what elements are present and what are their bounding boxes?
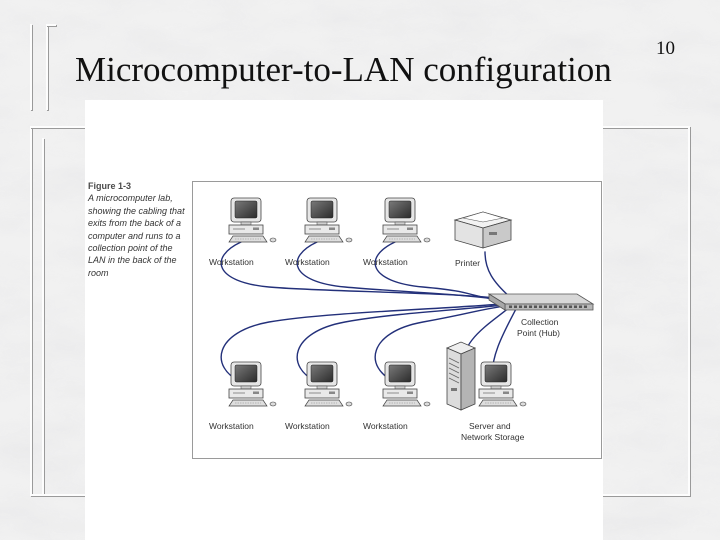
cable-printer [484, 251, 512, 299]
workstation-top-2 [304, 197, 353, 243]
workstation-top-3 [382, 197, 431, 243]
slide-title: Microcomputer-to-LAN configuration [75, 50, 612, 89]
cable-bottom-3 [374, 304, 512, 383]
workstation-label-bottom-1: Workstation [209, 421, 254, 431]
figure-caption: Figure 1-3 A microcomputer lab, showing … [88, 180, 188, 279]
workstation-label-top-3: Workstation [363, 257, 408, 267]
computer-icon [478, 361, 527, 407]
figure-caption-title: Figure 1-3 [88, 181, 132, 191]
frame-line-left-top-inner [46, 24, 48, 110]
workstation-bottom-1 [228, 361, 277, 407]
workstation-bottom-3 [382, 361, 431, 407]
figure-caption-text: A microcomputer lab, showing the cabling… [88, 193, 185, 278]
server-icon [445, 341, 477, 411]
printer-icon [453, 211, 513, 249]
cable-bottom-2 [296, 303, 512, 383]
frame-line-left-bottom-inner [42, 138, 44, 496]
cable-top-3 [374, 241, 512, 303]
slide-number: 10 [656, 38, 675, 59]
cable-bottom-1 [220, 302, 512, 383]
frame-line-right [688, 126, 690, 496]
workstation-bottom-2 [304, 361, 353, 407]
computer-icon [228, 197, 277, 243]
workstation-server [478, 361, 527, 407]
frame-line-left-top [30, 24, 32, 110]
hub-label-line1: Collection [521, 317, 559, 327]
computer-icon [304, 197, 353, 243]
computer-icon [382, 361, 431, 407]
workstation-top-1 [228, 197, 277, 243]
cable-top-2 [296, 241, 512, 302]
frame-line-top-inner [46, 24, 56, 26]
frame-line-left-bottom [30, 126, 32, 496]
computer-icon [228, 361, 277, 407]
figure-panel: Figure 1-3 A microcomputer lab, showing … [85, 100, 603, 540]
server-label-line2: Network Storage [461, 432, 525, 442]
hub-label-line2: Point (Hub) [517, 328, 560, 338]
workstation-label-bottom-2: Workstation [285, 421, 330, 431]
hub-icon [487, 293, 595, 311]
printer-label: Printer [455, 258, 480, 268]
cable-top-1 [220, 241, 512, 301]
computer-icon [382, 197, 431, 243]
workstation-label-bottom-3: Workstation [363, 421, 408, 431]
workstation-label-top-1: Workstation [209, 257, 254, 267]
computer-icon [304, 361, 353, 407]
workstation-label-top-2: Workstation [285, 257, 330, 267]
server-label-line1: Server and [469, 421, 511, 431]
